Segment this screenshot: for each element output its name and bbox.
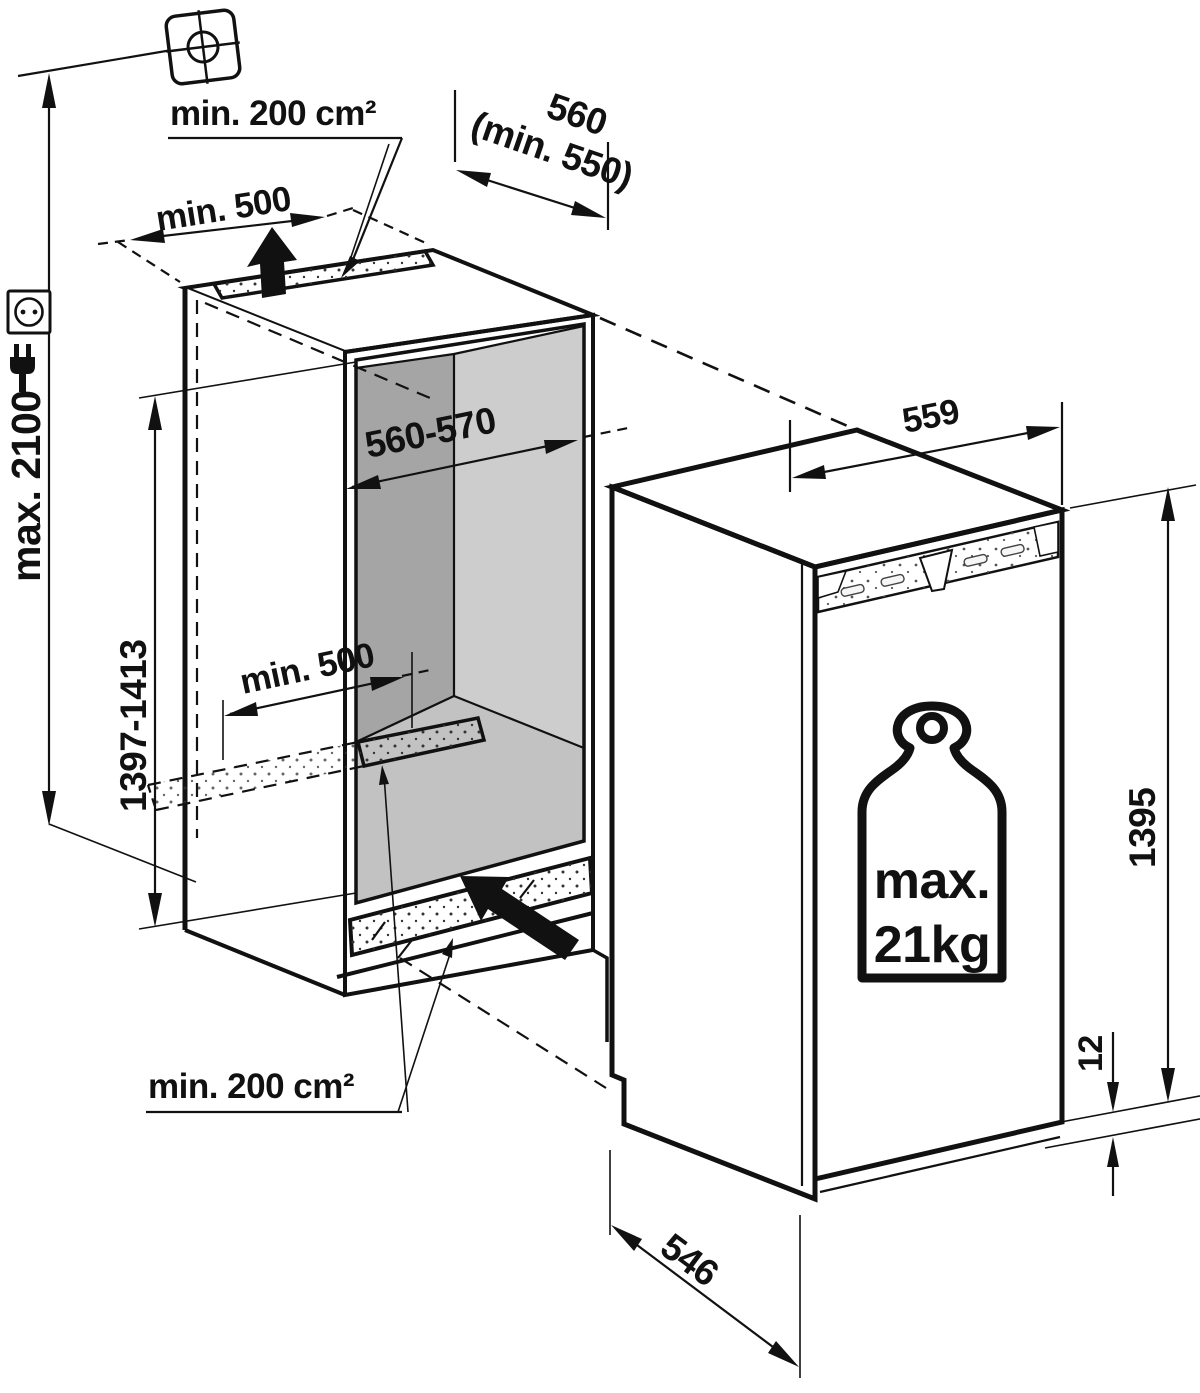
dim-appliance-height-label: 1395	[1122, 788, 1163, 868]
dim-bottom-gap: 12	[1044, 1032, 1200, 1196]
alignment-dashed-lines	[117, 208, 853, 1089]
dim-niche-depth: 560 (min. 550)	[453, 85, 638, 230]
power-plug-icon	[10, 344, 35, 392]
dim-appliance-width-label: 559	[899, 392, 962, 441]
label-bottom-vent-area: min. 200 cm²	[146, 765, 453, 1114]
airflow-inlet-arrow	[460, 876, 579, 960]
weight-label-max: max.	[874, 852, 991, 910]
interior-back-wall	[356, 354, 454, 742]
dim-top-clearance: min. 500	[97, 179, 354, 246]
power-socket-icon	[6, 289, 52, 335]
fixing-bracket-strip	[816, 520, 1060, 614]
dim-bottom-gap-label: 12	[1072, 1035, 1110, 1072]
weight-icon: max. 21kg	[857, 701, 1007, 983]
niche-drawing	[146, 247, 609, 1042]
dim-appliance-width: 559	[788, 392, 1064, 505]
airflow-up-arrow	[247, 227, 297, 298]
dim-niche-height-label: 1397-1413	[113, 640, 154, 812]
ceiling-fixing-icon	[164, 8, 242, 86]
top-vent-area-text: min. 200 cm²	[170, 94, 376, 133]
appliance-drawing: max. 21kg	[603, 427, 1071, 1203]
label-top-vent-area: min. 200 cm²	[168, 94, 404, 278]
dim-niche-height: 1397-1413	[113, 361, 357, 930]
dim-appliance-depth-label: 546	[653, 1225, 726, 1294]
dim-appliance-height: 1395	[1044, 484, 1200, 1126]
weight-label-value: 21kg	[874, 916, 991, 974]
interior-side-wall	[454, 326, 584, 748]
dim-total-height: max. 2100	[3, 73, 197, 883]
dim-total-height-label: max. 2100	[3, 390, 49, 582]
top-vent-slot	[211, 249, 436, 300]
bottom-vent-area-text: min. 200 cm²	[148, 1067, 354, 1106]
